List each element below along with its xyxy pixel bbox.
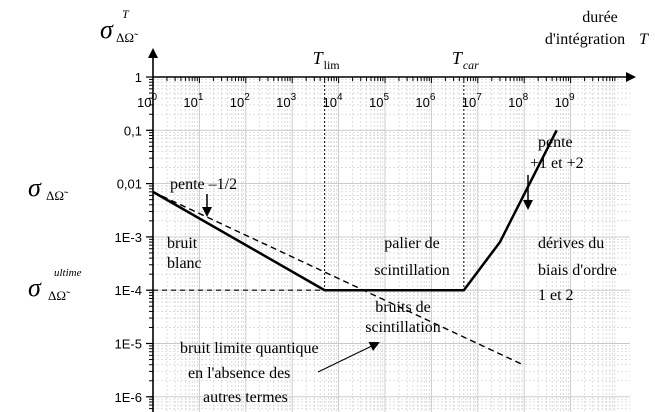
svg-text:blanc: blanc [167,255,202,272]
x-tick-label: 102 [230,92,250,110]
series-main-curve [152,129,558,292]
y-tick-label: 1E-6 [115,390,142,405]
y-axis-label-sub: ΔΩ̃ [116,30,139,45]
annotation-derives: dérives du biais d'ordre 1 et 2 [538,235,617,304]
x-tick-label: 106 [415,92,435,110]
annotation-bruit-blanc: bruit blanc [167,235,202,272]
x-tick-label: 103 [276,92,296,110]
x-tick-label: 105 [369,92,389,110]
y-tick-label: 1E-5 [115,337,142,352]
y-marker-sigma: σ [28,173,42,202]
svg-text:bruit: bruit [167,235,198,252]
y-marker-ultime: σ [28,273,42,302]
x-axis-label-line2: d'intégration [545,31,625,48]
x-tick-labels: 100 101 102 103 104 105 106 107 108 109 [137,92,575,110]
y-marker-ultime-sub: ΔΩ̃ [48,288,71,303]
x-tick-label: 109 [555,92,575,110]
y-axis-label: σ [100,15,114,44]
x-axis-label-var: T [639,31,649,48]
annotation-pente-half: pente –1/2 [170,176,237,217]
y-tick-label: 1 [135,70,142,85]
y-axis-label-sup: T [122,7,130,21]
y-tick-label: 1E-4 [115,283,142,298]
vertical-marker-label: T [313,48,325,68]
svg-text:biais d'ordre: biais d'ordre [538,262,617,279]
svg-text:scintillation: scintillation [365,319,441,336]
series-quantum-limit [152,191,525,366]
x-tick-label: 100 [137,92,157,110]
y-tick-label: 0,1 [124,123,142,138]
annotation-quantum-limit: bruit limite quantique en l'absence des … [180,340,380,406]
y-tick-label: 1E-3 [115,230,142,245]
svg-text:en l'absence des: en l'absence des [188,365,290,382]
annotation-bruits-scintillation: bruits de scintillation [365,299,441,336]
svg-text:bruit limite quantique: bruit limite quantique [180,340,319,357]
y-marker-sigma-sub: ΔΩ̃ [46,188,69,203]
vertical-marker-sub: car [463,58,479,72]
grid [152,77,630,412]
x-tick-label: 107 [462,92,482,110]
svg-text:palier de: palier de [384,235,440,252]
x-tick-label: 108 [508,92,528,110]
svg-text:+1 et +2: +1 et +2 [530,155,584,172]
vertical-marker-label: T [452,48,464,68]
svg-text:1 et 2: 1 et 2 [538,287,574,304]
svg-text:autres termes: autres termes [203,389,288,406]
svg-text:scintillation: scintillation [374,262,450,279]
svg-text:pente: pente [538,134,573,151]
x-tick-label: 101 [183,92,203,110]
svg-text:pente –1/2: pente –1/2 [170,176,237,193]
y-marker-ultime-sup: ultime [54,267,82,279]
x-tick-label: 104 [323,92,343,110]
annotation-palier: palier de scintillation [374,235,450,279]
annotation-pente-plus: pente +1 et +2 [523,134,584,210]
svg-text:bruits de: bruits de [375,299,431,316]
vertical-marker-sub: lim [324,58,341,72]
x-axis-label-line1: durée [582,9,618,26]
y-tick-label: 0,01 [117,177,142,192]
svg-text:dérives du: dérives du [538,235,604,252]
y-tick-labels: 1 0,1 0,01 1E-3 1E-4 1E-5 1E-6 [115,70,142,405]
